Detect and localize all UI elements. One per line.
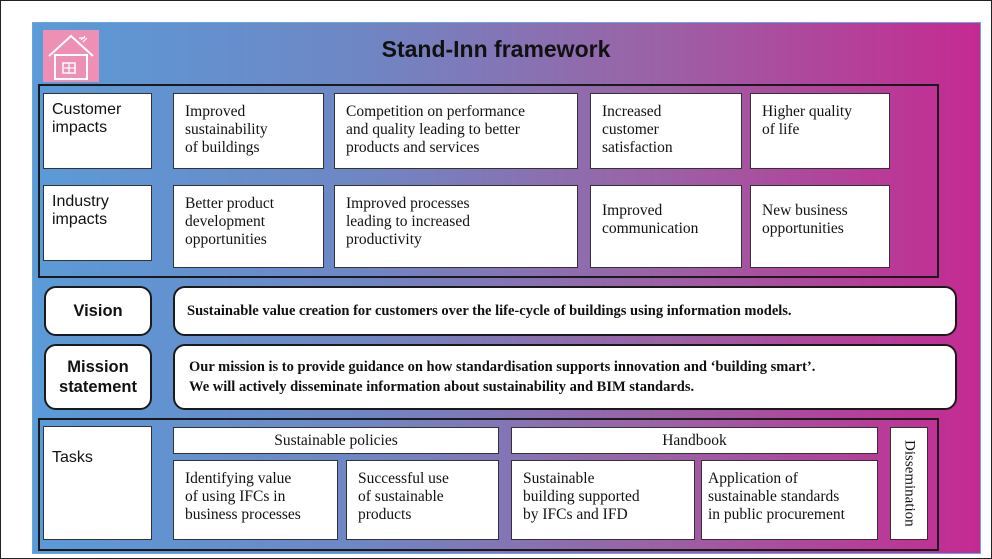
industry-impact-item: New business opportunities	[750, 185, 890, 268]
sustainable-policies-header: Sustainable policies	[173, 427, 499, 454]
industry-impact-item: Better product development opportunities	[173, 185, 324, 268]
industry-impact-item: Improved communication	[590, 185, 742, 268]
customer-impact-item: Increased customer satisfaction	[590, 93, 742, 169]
dissemination-box: Dissemination	[890, 427, 928, 540]
tasks-group	[38, 418, 939, 551]
task-item: Sustainable building supported by IFCs a…	[511, 460, 695, 540]
house-icon	[43, 30, 99, 82]
customer-impact-item: Higher quality of life	[750, 93, 890, 169]
diagram-title: Stand-Inn framework	[381, 36, 611, 62]
vision-statement: Sustainable value creation for customers…	[173, 286, 957, 336]
task-item: Successful use of sustainable products	[346, 460, 499, 540]
customer-impact-item: Competition on performance and quality l…	[334, 93, 578, 169]
task-item: Identifying value of using IFCs in busin…	[173, 460, 338, 540]
tasks-label: Tasks	[43, 426, 152, 540]
task-item: Application of sustainable standards in …	[701, 460, 878, 540]
mission-statement: Our mission is to provide guidance on ho…	[173, 344, 957, 410]
vision-label: Vision	[44, 286, 152, 336]
industry-impact-item: Improved processes leading to increased …	[334, 185, 578, 268]
industry-impacts-label: Industry impacts	[43, 185, 152, 261]
customer-impacts-label: Customer impacts	[43, 93, 152, 169]
customer-impact-item: Improved sustainability of buildings	[173, 93, 324, 169]
mission-label: Mission statement	[44, 344, 152, 410]
impacts-group	[38, 84, 939, 278]
handbook-header: Handbook	[511, 427, 878, 454]
